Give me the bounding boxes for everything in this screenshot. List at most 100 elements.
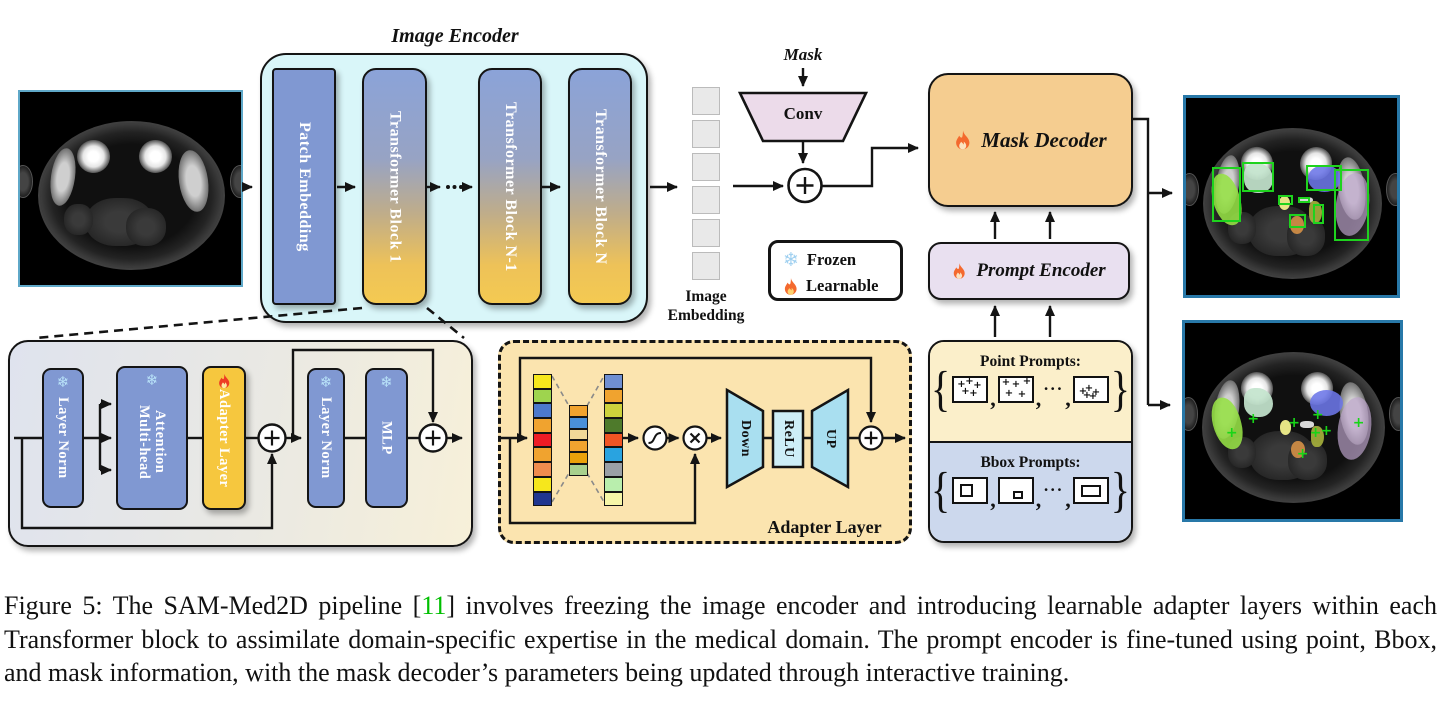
transformer-block-n-1: Transformer Block N-1 [478, 68, 542, 305]
brace-right: } [1110, 360, 1130, 417]
mri-arm-left [20, 165, 34, 199]
organ-mask [1298, 196, 1313, 204]
embedding-token [692, 252, 720, 280]
snowflake-icon: ❄ [783, 248, 799, 271]
transformer-block-1: Transformer Block 1 [362, 68, 427, 305]
point-prompt-thumb: +++++ [952, 375, 989, 403]
legend-learnable-row: Learnable [783, 273, 900, 299]
stomach-mask [1244, 163, 1273, 193]
point-marker: + [1311, 407, 1324, 424]
input-mri-image [18, 90, 243, 287]
caption-suffix: ] involves freezing the image encoder an… [4, 591, 1437, 688]
mri-arm-right [229, 165, 241, 199]
snowflake-icon: ❄ [319, 373, 333, 391]
brace-left: { [931, 360, 951, 417]
conv-label: Conv [783, 104, 823, 123]
mask-input-label: Mask [783, 45, 823, 64]
feature-square [533, 476, 552, 492]
feature-column-bottleneck [569, 405, 588, 476]
feature-square [533, 388, 552, 404]
legend-frozen-row: ❄ Frozen [783, 247, 900, 273]
bbox-prompts-title: Bbox Prompts: [980, 454, 1081, 471]
bounding-box [1289, 214, 1307, 228]
layer-norm-2-block: ❄ Layer Norm [307, 368, 345, 508]
embedding-token [692, 153, 720, 181]
figure-caption: Figure 5: The SAM-Med2D pipeline [11] in… [4, 589, 1437, 690]
ellipsis: ··· [1043, 480, 1064, 499]
feature-square [604, 388, 623, 404]
feature-square [604, 418, 623, 433]
organ-mask [1290, 216, 1305, 234]
feature-square [604, 374, 623, 389]
prompts-box: Point Prompts: { +++++ , +++++ , ··· , +… [928, 340, 1133, 543]
flame-icon [956, 130, 970, 150]
bounding-box [1297, 196, 1311, 204]
bbox-prompt-thumb [997, 476, 1034, 504]
bounding-box [1212, 166, 1241, 223]
snowflake-icon: ❄ [145, 371, 159, 389]
multi-head-attention-label: Multi-head Attention [136, 404, 169, 480]
point-prompts-row: { +++++ , +++++ , ··· , +++++ } [931, 360, 1130, 417]
organ-mask [1300, 421, 1314, 428]
mask-decoder-label: Mask Decoder [981, 127, 1107, 152]
down-projection-label: Down [737, 419, 753, 457]
flame-icon [954, 263, 966, 279]
flame-icon [219, 373, 230, 389]
feature-square [569, 463, 588, 476]
adapter-detail-title: Adapter Layer [767, 517, 882, 537]
point-result-image: + + + + + + + + [1182, 320, 1403, 522]
feature-square [604, 447, 623, 463]
prompt-encoder-box: Prompt Encoder [928, 242, 1130, 300]
transformer-block-n: Transformer Block N [568, 68, 632, 305]
kidney-mask [1309, 389, 1343, 417]
caption-prefix: Figure 5: The SAM-Med2D pipeline [ [4, 591, 422, 620]
feature-square [533, 403, 552, 419]
add-icon [787, 167, 823, 204]
up-projection-label: UP [822, 428, 838, 449]
pipeline-diagram: Image Encoder Patch Embedding Transforme… [8, 25, 1403, 547]
snowflake-icon: ❄ [56, 373, 70, 391]
feature-square [533, 432, 552, 448]
mri-bowel [126, 207, 166, 247]
feature-square [604, 462, 623, 477]
mlp-block: ❄ MLP [365, 368, 408, 508]
bounding-box [1241, 162, 1274, 192]
bounding-box [1277, 194, 1293, 206]
stomach-mask [1244, 387, 1274, 418]
organ-mask [1291, 440, 1306, 459]
feature-square [604, 476, 623, 492]
feature-square [569, 452, 588, 464]
bounding-box [1312, 204, 1325, 225]
point-marker: + [1309, 424, 1322, 441]
bbox-prompts-section: Bbox Prompts: { , , ··· , } [930, 441, 1131, 541]
point-marker: + [1296, 446, 1309, 463]
organ-mask [1278, 195, 1291, 211]
transformer-block-n-label: Transformer Block N [591, 108, 609, 265]
transformer-block-1-label: Transformer Block 1 [386, 110, 404, 263]
layer-norm-1-block: ❄ Layer Norm [42, 368, 84, 508]
feature-square [569, 440, 588, 453]
feature-square [569, 416, 588, 429]
point-marker: + [1320, 422, 1333, 439]
image-encoder-title: Image Encoder [391, 25, 519, 47]
brace-left: { [931, 461, 951, 518]
transformer-block-n-1-label: Transformer Block N-1 [501, 101, 519, 272]
citation-ref: 11 [421, 591, 447, 620]
mlp-label: MLP [378, 421, 395, 455]
feature-square [604, 491, 623, 507]
mri-bowel [64, 203, 93, 235]
bbox-result-image [1183, 95, 1400, 298]
multi-head-attention-block: ❄ Multi-head Attention [116, 366, 188, 510]
prompt-encoder-label: Prompt Encoder [976, 260, 1106, 281]
patch-embedding-label: Patch Embedding [295, 121, 313, 252]
adapter-layer-detail-box [498, 340, 912, 544]
feature-square [569, 428, 588, 441]
feature-square [569, 405, 588, 417]
bbox-prompt-thumb [952, 476, 989, 504]
bbox-prompt-thumb [1072, 476, 1109, 504]
point-marker: + [1247, 411, 1260, 428]
image-embedding-tokens [692, 87, 720, 285]
adapter-layer-block: Adapter Layer [202, 366, 246, 510]
point-prompt-thumb: +++++ [997, 375, 1034, 403]
